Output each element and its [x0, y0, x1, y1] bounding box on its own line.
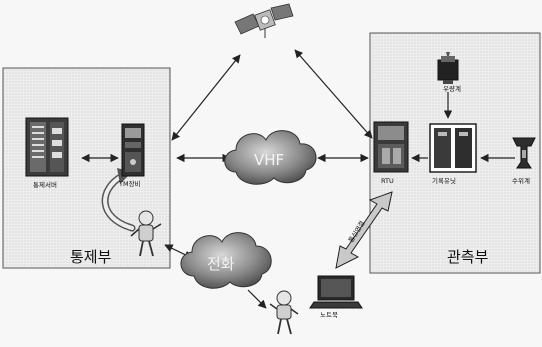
tm-equipment-label: TM장비 — [118, 179, 141, 188]
rtu-cabinet-icon — [374, 122, 408, 172]
water-gauge-label: 수위계 — [512, 176, 530, 185]
observation-section-label: 관측부 — [447, 248, 489, 266]
server-rack-icon — [26, 118, 68, 176]
rain-gauge-label: 우량계 — [443, 84, 461, 93]
phone-label: 전화 — [207, 255, 235, 273]
logger-label: 기록유닛 — [432, 176, 456, 185]
link-phone-fieldperson — [248, 290, 266, 308]
logger-cabinet-icon — [430, 124, 476, 172]
notebook-label: 노트북 — [320, 311, 338, 319]
link-satellite-rtu — [295, 50, 372, 138]
laptop-icon — [310, 276, 362, 308]
vhf-cloud-icon: VHF — [225, 131, 316, 185]
field-person-icon — [270, 291, 298, 334]
link-satellite-tm — [172, 55, 240, 140]
control-section-label: 통제부 — [70, 248, 112, 266]
server-label: 통제서버 — [33, 180, 57, 189]
phone-cloud-icon: 전화 — [181, 233, 271, 289]
rtu-label: RTU — [381, 177, 394, 185]
satellite-icon — [235, 4, 293, 38]
rain-gauge-icon — [438, 52, 458, 84]
vhf-label: VHF — [254, 151, 284, 169]
tm-equipment-icon — [122, 124, 144, 176]
